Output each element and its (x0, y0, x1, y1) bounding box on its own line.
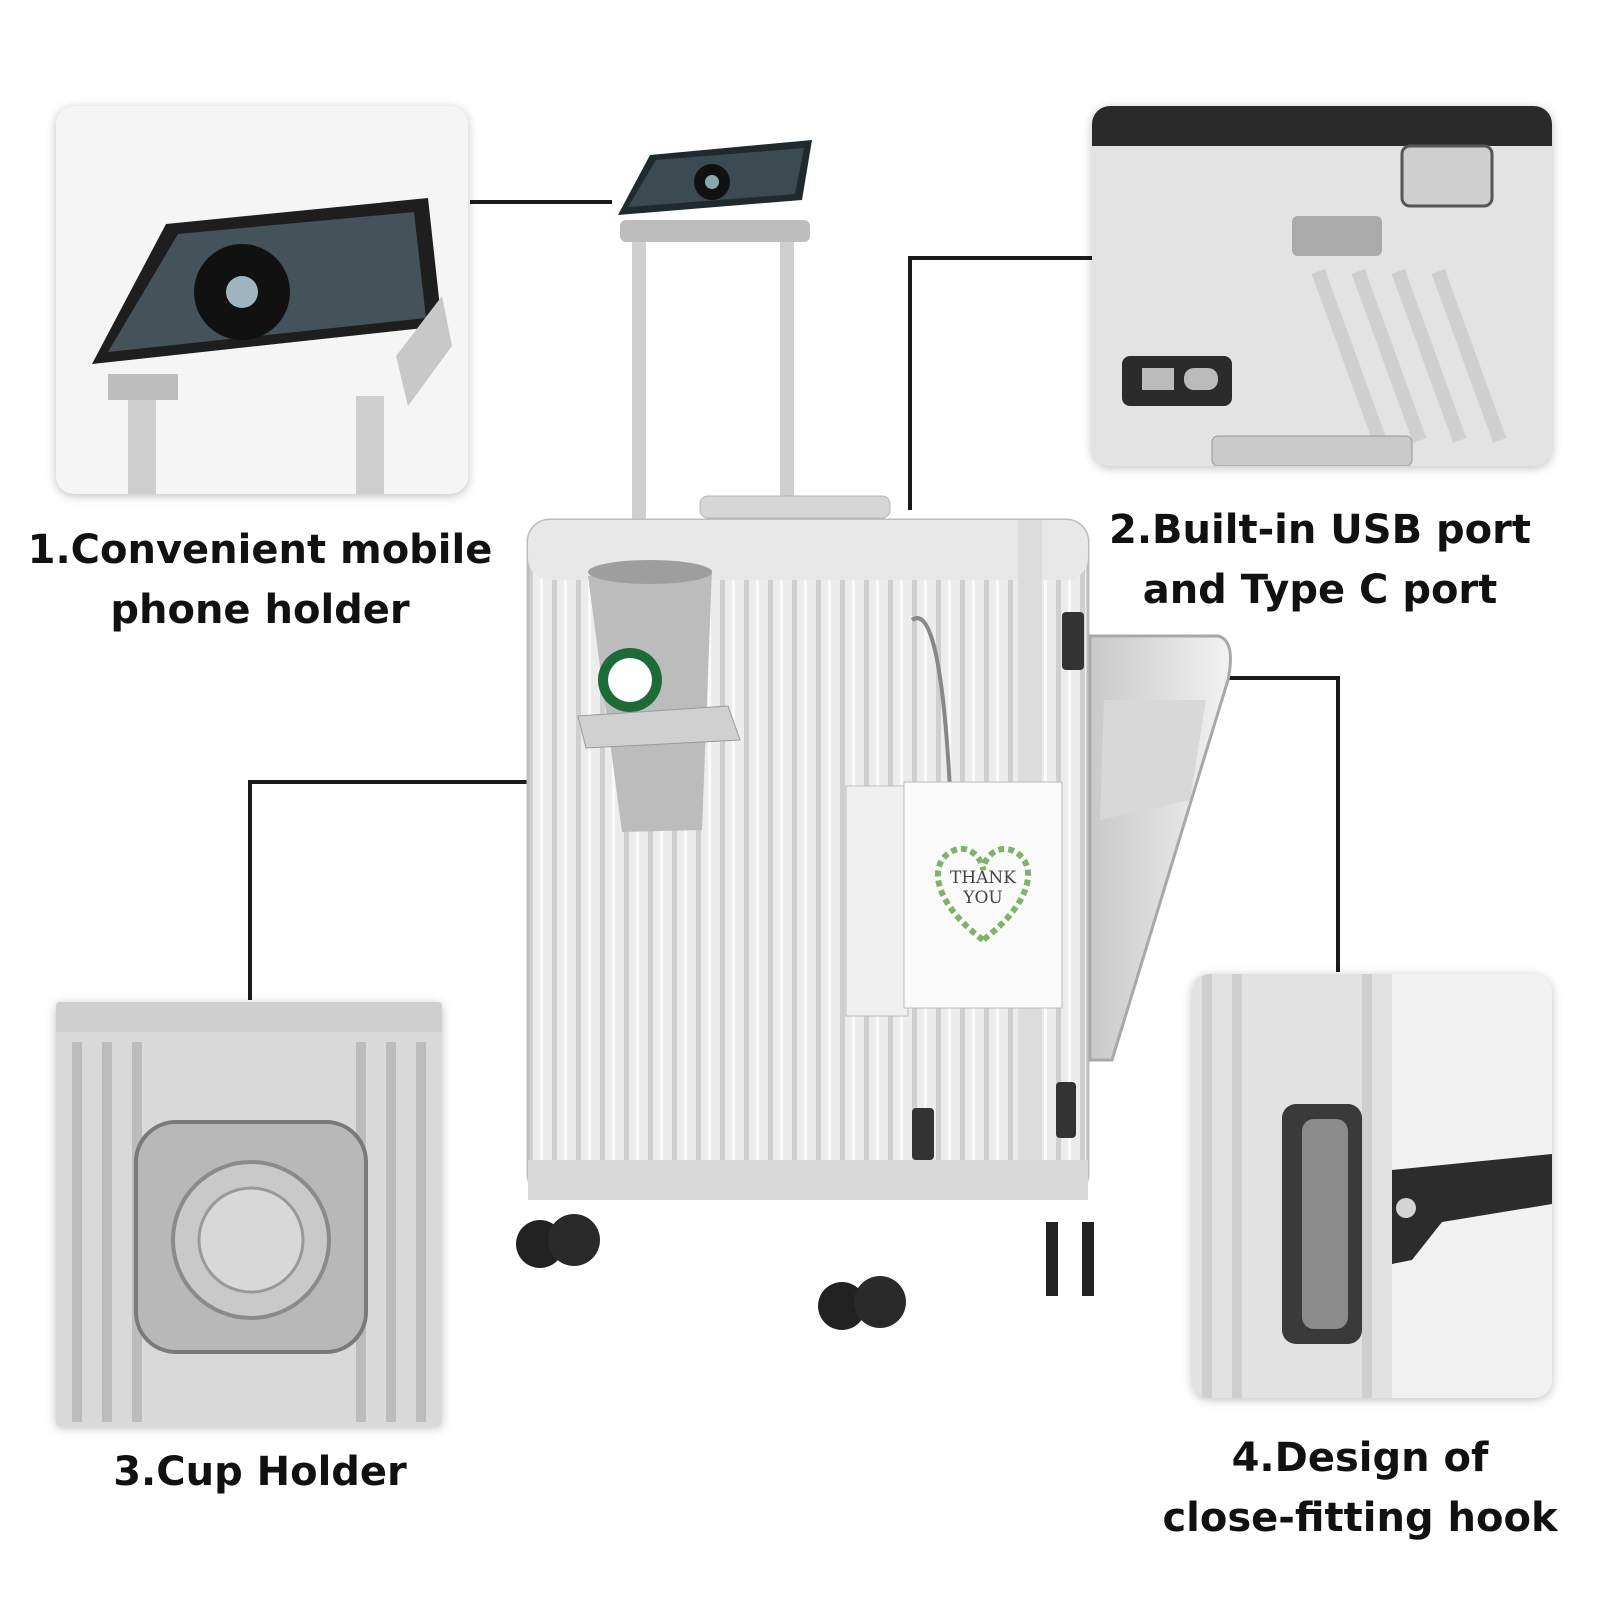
feature-4-line2: close-fitting hook (1162, 1495, 1558, 1541)
feature-3-line1: 3.Cup Holder (113, 1449, 407, 1495)
phone-holder-illustration (92, 198, 452, 494)
feature-caption-phone-holder: 1.Convenient mobile phone holder (20, 520, 500, 640)
front-lid (1088, 634, 1232, 1062)
leader-line-usb-port (908, 256, 1092, 510)
leader-line-cup-holder (248, 780, 660, 1000)
feature-4-line1: 4.Design of (1231, 1435, 1489, 1481)
feature-caption-cup-holder: 3.Cup Holder (20, 1442, 500, 1502)
feature-1-line2: phone holder (110, 587, 410, 633)
gift-bag-text-line1: THANK (949, 868, 1017, 888)
feature-caption-usb-port: 2.Built-in USB port and Type C port (1080, 500, 1560, 620)
gift-bag (845, 616, 1063, 1017)
cup-holder-photo (56, 1002, 442, 1426)
usb-port-photo (1092, 106, 1552, 466)
cup (577, 560, 741, 832)
usb-port-illustration (1092, 106, 1552, 466)
phone-holder-photo (56, 106, 468, 494)
feature-2-line2: and Type C port (1142, 567, 1498, 613)
hook-illustration (1202, 974, 1552, 1398)
gift-bag-text-line2: YOU (963, 888, 1003, 908)
handle-phone (618, 140, 812, 215)
feature-1-line1: 1.Convenient mobile (27, 527, 493, 573)
wheels (516, 1214, 1094, 1330)
cup-holder-illustration (56, 1002, 442, 1422)
feature-2-line1: 2.Built-in USB port (1109, 507, 1531, 553)
feature-caption-hook: 4.Design of close-fitting hook (1120, 1428, 1600, 1548)
trolley-handle (620, 220, 810, 562)
gift-bag-text: THANK YOU (904, 868, 1062, 908)
hook-photo (1192, 974, 1552, 1398)
